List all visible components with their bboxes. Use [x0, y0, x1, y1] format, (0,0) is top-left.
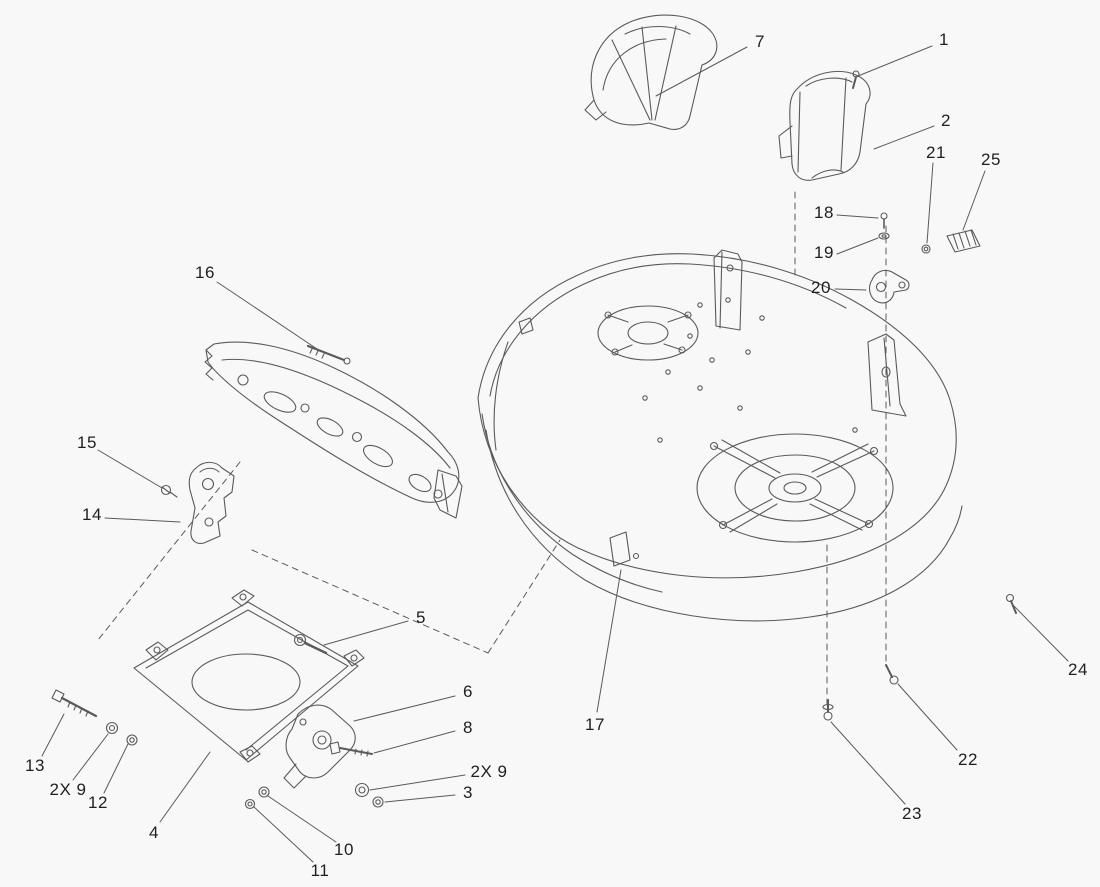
callout-10: 10: [334, 840, 354, 859]
callout-8: 8: [463, 718, 473, 737]
leader-lines: [41, 45, 1069, 863]
callout-2x9-right: 2X 9: [470, 762, 508, 781]
left-fasteners: [51, 689, 138, 746]
callout-2x9-left: 2X 9: [49, 780, 87, 799]
callout-15: 15: [77, 433, 97, 452]
right-fasteners: [822, 593, 1017, 721]
callout-12: 12: [88, 793, 108, 812]
mower-deck: [477, 249, 963, 622]
callout-23: 23: [902, 804, 922, 823]
callout-6: 6: [463, 682, 473, 701]
support-bracket: [204, 341, 463, 519]
callout-25: 25: [981, 150, 1001, 169]
assembly-axis-lines: [97, 191, 887, 707]
idler-arm: [244, 704, 384, 810]
callout-19: 19: [814, 243, 834, 262]
callout-21: 21: [926, 143, 946, 162]
callout-24: 24: [1068, 660, 1088, 679]
callout-18: 18: [814, 203, 834, 222]
callout-14: 14: [82, 505, 102, 524]
callout-11: 11: [310, 861, 330, 880]
top-right-fasteners: [852, 70, 981, 304]
callout-17: 17: [585, 715, 605, 734]
pivot-bracket: [160, 461, 235, 544]
mount-plate: [133, 589, 365, 763]
callout-4: 4: [149, 823, 159, 842]
callout-22: 22: [958, 750, 978, 769]
callout-1: 1: [939, 30, 949, 49]
callout-13: 13: [25, 756, 45, 775]
side-cover: [778, 70, 871, 181]
belt-cover: [584, 14, 718, 130]
callout-16: 16: [195, 263, 215, 282]
callout-2: 2: [941, 111, 951, 130]
callout-7: 7: [755, 32, 765, 51]
callout-20: 20: [811, 278, 831, 297]
callout-5: 5: [416, 608, 426, 627]
callout-3: 3: [463, 783, 473, 802]
